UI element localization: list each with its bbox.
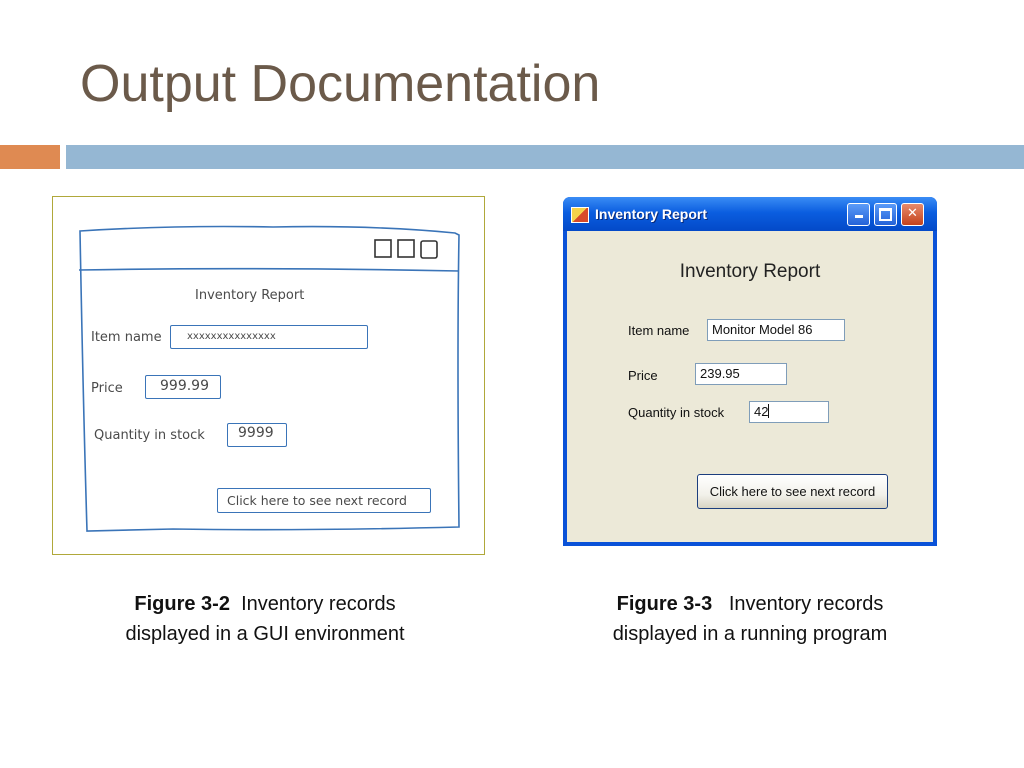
box-icon: [374, 239, 392, 258]
title-rule-orange: [0, 145, 60, 169]
sketch-price-field: 999.99: [145, 375, 221, 399]
figure-sketch: Inventory Report Item name xxxxxxxxxxxxx…: [52, 196, 485, 555]
text-caret: [768, 404, 770, 418]
figure-program-window: Inventory Report ✕ Inventory Report Item…: [563, 197, 937, 546]
title-rule-blue: [66, 145, 1024, 169]
sketch-heading: Inventory Report: [195, 288, 305, 303]
sketch-price-label: Price: [91, 381, 123, 396]
program-heading: Inventory Report: [679, 261, 821, 282]
minimize-button[interactable]: [847, 203, 870, 226]
figure-3-2-text-line2: displayed in a GUI environment: [125, 623, 405, 645]
sketch-quantity-label: Quantity in stock: [94, 428, 205, 443]
box-icon: [397, 239, 415, 258]
figure-3-2-text-line1: Inventory records: [241, 593, 396, 615]
figure-3-3-caption: Figure 3-3 Inventory records displayed i…: [545, 589, 955, 649]
box-icon: [420, 240, 438, 259]
sketch-quantity-field: 9999: [227, 423, 287, 447]
maximize-button[interactable]: [874, 203, 897, 226]
item-name-field[interactable]: Monitor Model 86: [707, 319, 845, 341]
figure-3-3-text-line1: Inventory records: [728, 593, 884, 615]
next-record-button[interactable]: Click here to see next record: [697, 474, 888, 509]
window-client-area: Inventory Report Item name Monitor Model…: [567, 231, 933, 542]
quantity-value: 42: [754, 404, 769, 419]
figure-3-3-label: Figure 3-3: [616, 593, 713, 615]
close-icon: ✕: [907, 206, 918, 221]
sketch-window-controls: [374, 239, 438, 259]
figure-3-2-label: Figure 3-2: [134, 593, 230, 615]
sketch-window-outline: [78, 225, 460, 532]
figure-3-3-text-line2: displayed in a running program: [612, 623, 888, 645]
app-icon: [571, 207, 589, 223]
sketch-item-name-field: xxxxxxxxxxxxxxx: [170, 325, 368, 349]
price-field[interactable]: 239.95: [695, 363, 787, 385]
quantity-field[interactable]: 42: [749, 401, 829, 423]
window-title: Inventory Report: [595, 206, 708, 222]
figure-3-2-caption: Figure 3-2 Inventory records displayed i…: [60, 589, 470, 649]
minimize-icon: [854, 215, 863, 218]
close-button[interactable]: ✕: [901, 203, 924, 226]
sketch-item-name-label: Item name: [91, 330, 162, 345]
maximize-icon: [879, 208, 892, 221]
item-name-label: Item name: [628, 323, 690, 338]
window-titlebar[interactable]: Inventory Report ✕: [563, 197, 937, 231]
slide-title: Output Documentation: [80, 55, 601, 113]
price-label: Price: [628, 368, 658, 383]
quantity-label: Quantity in stock: [628, 405, 725, 420]
sketch-next-record-button: Click here to see next record: [217, 488, 431, 513]
